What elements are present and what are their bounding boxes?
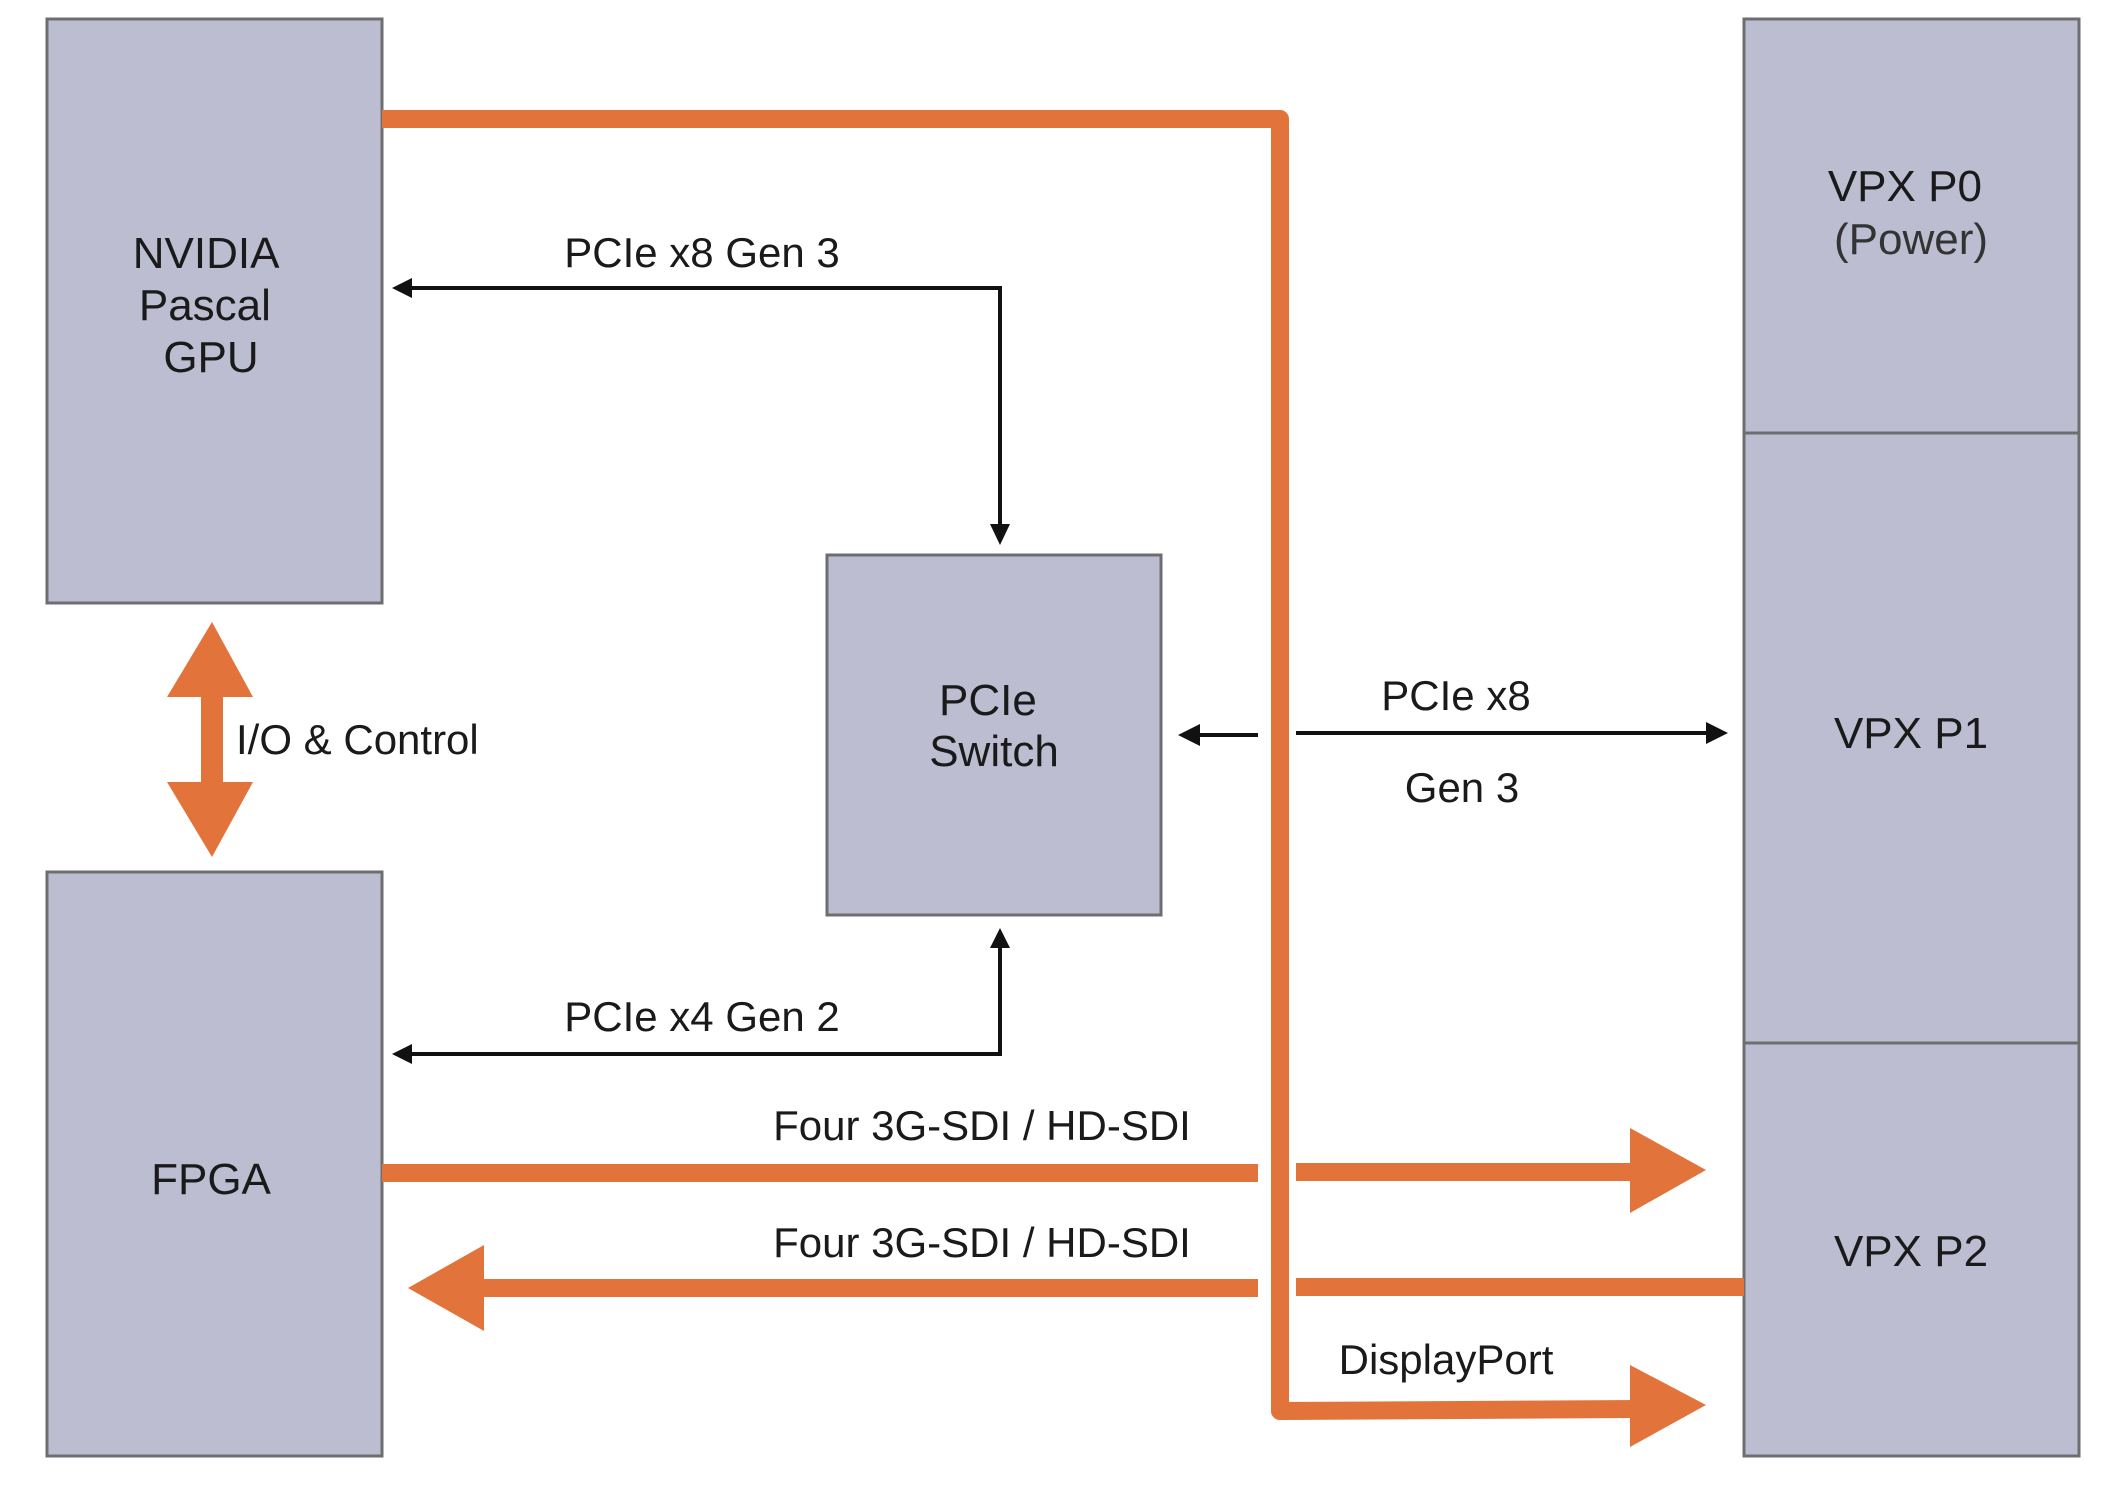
fpga-switch-label: PCIe x4 Gen 2	[564, 993, 839, 1040]
sdi-in-arrowhead	[408, 1245, 484, 1331]
gpu-switch-arrowhead-down	[990, 524, 1010, 545]
switch-p1-label-top: PCIe x8	[1381, 672, 1530, 719]
sdi-out-line-right	[1296, 1163, 1638, 1181]
io-control-shaft	[201, 692, 223, 792]
displayport-line	[382, 110, 1641, 1420]
displayport-label: DisplayPort	[1339, 1336, 1554, 1383]
gpu-switch-line	[406, 286, 1002, 528]
io-control-label: I/O & Control	[236, 716, 479, 763]
gpu-label: NVIDIA Pascal GPU	[133, 229, 290, 382]
fpga-switch-arrowhead-up	[990, 928, 1010, 948]
fpga-switch-arrowhead-left	[392, 1044, 412, 1064]
sdi-out-line-left	[382, 1164, 1258, 1182]
fpga-block	[45, 870, 384, 1458]
vpx-p2-block	[1742, 1041, 2081, 1458]
io-control-arrowhead-up	[167, 622, 253, 697]
sdi-in-label: Four 3G-SDI / HD-SDI	[773, 1219, 1191, 1266]
switch-p1-arrowhead-left	[1178, 724, 1200, 746]
vpx-p0-label: VPX P0 (Power)	[1828, 162, 1994, 264]
sdi-in-line-right	[1296, 1278, 1744, 1296]
pcie-switch-block	[825, 553, 1163, 917]
sdi-in-line-left	[476, 1279, 1258, 1297]
sdi-out-arrowhead	[1630, 1128, 1706, 1213]
switch-p1-label-bottom: Gen 3	[1405, 764, 1519, 811]
vpx-p1-block	[1742, 431, 2081, 1045]
gpu-block	[45, 17, 384, 605]
gpu-switch-arrowhead-left	[392, 278, 412, 298]
vpx-p1-label: VPX P1	[1834, 709, 1988, 758]
displayport-arrowhead	[1630, 1365, 1706, 1447]
switch-p1-arrowhead-right	[1706, 722, 1728, 744]
gpu-switch-label: PCIe x8 Gen 3	[564, 229, 839, 276]
pcie-switch-label: PCIe Switch	[929, 676, 1059, 776]
fpga-label: FPGA	[151, 1155, 271, 1204]
vpx-p2-label: VPX P2	[1834, 1227, 1988, 1276]
fpga-switch-line	[406, 944, 1002, 1056]
vpx-p0-block	[1742, 17, 2081, 435]
sdi-out-label: Four 3G-SDI / HD-SDI	[773, 1102, 1191, 1149]
io-control-arrowhead-down	[167, 782, 253, 857]
